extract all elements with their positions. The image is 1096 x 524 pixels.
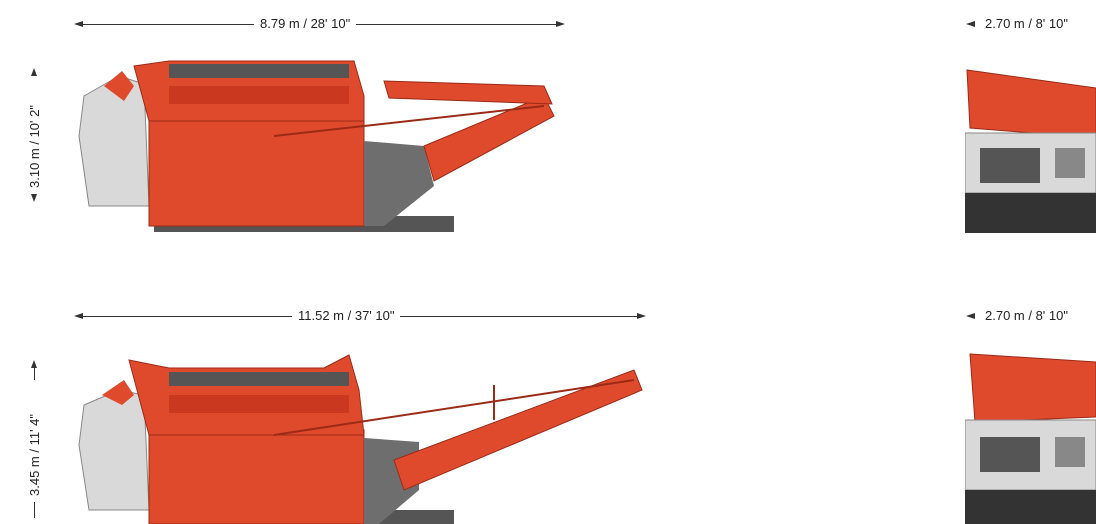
bottom-height-label: 3.45 m / 11' 4" (27, 413, 42, 496)
screen-frame-icon (169, 86, 349, 104)
hood-icon (104, 71, 134, 101)
side-view-transport-machine (78, 60, 555, 232)
screen-box-icon (969, 353, 1096, 423)
arrow-right-icon (556, 21, 565, 27)
rear-view-transport-machine (965, 69, 1096, 233)
engine-housing-icon (78, 389, 150, 511)
conveyor-icon (393, 369, 643, 491)
screen-frame-icon (169, 395, 349, 413)
arrow-up-icon (31, 68, 37, 76)
conveyor-arm-icon (383, 80, 553, 105)
radiator-icon (980, 148, 1040, 183)
chassis-icon (148, 110, 365, 227)
arrow-down-icon (31, 194, 37, 202)
screen-deck-icon (169, 64, 349, 78)
bottom-length-label: 11.52 m / 37' 10" (292, 308, 401, 323)
hood-icon (102, 380, 134, 405)
arrow-up-icon (31, 360, 37, 368)
track-icon (965, 490, 1096, 524)
dimension-line (34, 502, 35, 518)
arrow-left-icon (74, 313, 83, 319)
arrow-left-icon (74, 21, 83, 27)
top-height-label: 3.10 m / 10' 2" (27, 105, 42, 188)
arrow-left-icon (966, 21, 975, 27)
top-length-label: 8.79 m / 28' 10" (254, 16, 357, 31)
screen-deck-icon (169, 372, 349, 386)
rear-view-working-machine (965, 353, 1096, 524)
bottom-width-label: 2.70 m / 8' 10" (979, 308, 1074, 323)
radiator-icon (980, 437, 1040, 472)
conveyor-icon (423, 95, 555, 182)
engine-housing-icon (78, 75, 150, 207)
screen-box-icon (966, 69, 1096, 139)
track-icon (965, 193, 1096, 233)
arrow-left-icon (966, 313, 975, 319)
side-view-working-machine (78, 354, 643, 524)
top-width-label: 2.70 m / 8' 10" (979, 16, 1074, 31)
dimension-line (34, 366, 35, 380)
chassis-icon (148, 429, 365, 524)
chute-icon (364, 141, 434, 226)
arrow-right-icon (637, 313, 646, 319)
